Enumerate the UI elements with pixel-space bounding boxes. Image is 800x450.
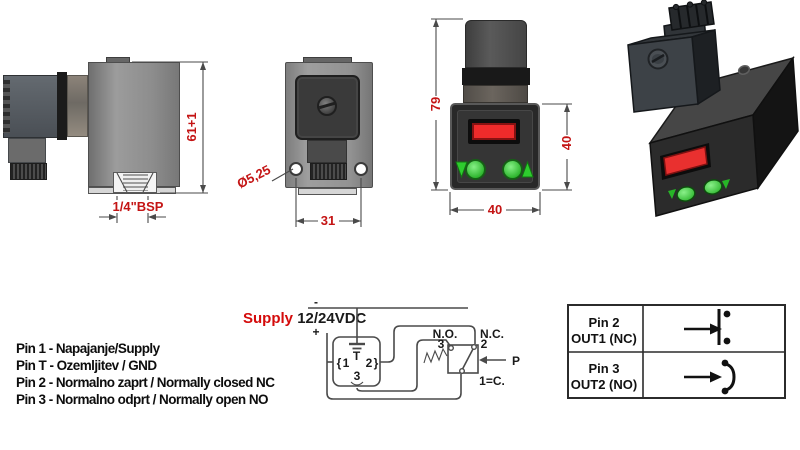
spring-symbol — [423, 347, 448, 364]
head-tooth-2 — [686, 1, 694, 8]
dim-width-40: 40 — [488, 202, 502, 217]
no-pin-number: 3 — [438, 337, 445, 351]
supply-plus: + — [312, 325, 319, 339]
mounting-hole-right — [354, 162, 368, 176]
pin1-description: Pin 1 - Napajanje/Supply — [16, 341, 160, 356]
table-pin2: Pin 2 — [588, 315, 619, 330]
connector-neck-3d — [663, 17, 707, 48]
dim-thread-bsp: 1/4"BSP — [113, 199, 164, 214]
switch-lever — [461, 348, 474, 371]
pin3-description: Pin 3 - Normalno odprt / Normally open N… — [16, 392, 269, 407]
nc-dot-bottom — [723, 337, 731, 345]
connector-right-face-3d — [691, 29, 721, 106]
supply-label: Supply 12/24VDC — [243, 310, 367, 327]
pinT-description: Pin T - Ozemljitev / GND — [16, 358, 157, 373]
table-pin3: Pin 3 — [588, 361, 619, 376]
front-view-bottom-flange — [298, 188, 357, 195]
nc-label: N.C. — [480, 327, 504, 341]
screw-inner-3d — [652, 54, 664, 64]
connector-screw-3d — [647, 48, 669, 70]
supply-minus: - — [314, 295, 318, 309]
body-right-face — [752, 55, 799, 191]
button-up — [502, 159, 523, 180]
connector-pin-box — [332, 336, 381, 387]
connector-head-ridges — [677, 2, 709, 29]
common-label: 1=C. — [479, 374, 505, 388]
button-up-3d — [703, 179, 723, 195]
body-top-face — [648, 56, 795, 145]
head-tooth-3 — [700, 0, 708, 6]
button-down — [465, 159, 486, 180]
display-view-coupler — [463, 85, 528, 103]
connector-head-3d — [668, 1, 715, 31]
no-contact — [448, 345, 455, 352]
front-connector-base — [307, 140, 347, 163]
dim-body-height-40: 40 — [559, 136, 574, 150]
thread-lines — [123, 174, 148, 191]
side-view-body — [88, 62, 180, 187]
no-dot-bottom — [721, 387, 729, 395]
gnd-pin-label: T — [353, 349, 361, 363]
dim-hole-spacing: 31 — [321, 213, 335, 228]
lcd-red-display — [472, 123, 516, 140]
output-table: Pin 2 OUT1 (NC) Pin 3 OUT2 (NO) — [567, 304, 786, 399]
connector-lower-block — [8, 138, 46, 163]
connector-top-face-3d — [627, 29, 716, 46]
no-dot-top — [721, 359, 729, 367]
no-label: N.O. — [433, 327, 458, 341]
arrow-up-icon-3d — [722, 179, 730, 189]
connector-knurled-nut — [10, 163, 47, 180]
connector-cable-ridges — [3, 80, 10, 133]
dim-total-height-79: 79 — [428, 97, 443, 111]
table-out2: OUT2 (NO) — [571, 377, 637, 392]
dim-height-61: 61+1 — [184, 112, 199, 141]
arrow-down-icon-3d — [668, 189, 676, 199]
supply-voltage: 12/24VDC — [297, 310, 366, 327]
brace-close: } — [374, 356, 379, 370]
pressure-label: P — [512, 354, 520, 368]
table-out1: OUT1 (NC) — [571, 331, 637, 346]
body-front-face — [649, 114, 759, 217]
connector-front-face-3d — [627, 36, 699, 113]
mounting-hole-left — [289, 162, 303, 176]
table-arrow-nc-icon — [710, 323, 722, 335]
top-face-hole — [737, 65, 751, 75]
common-contact — [459, 368, 466, 375]
nc-contact — [471, 344, 478, 351]
nc-dot-top — [723, 310, 731, 318]
wiring-schematic: - + Supply 12/24VDC T { 1 2 } 3 — [243, 295, 520, 400]
lcd-red-display-3d — [663, 146, 708, 176]
din-connector-block — [3, 75, 58, 138]
display-view-connector — [465, 20, 527, 68]
table-arrow-no-icon — [710, 371, 722, 383]
brace-open: { — [337, 356, 342, 370]
nc-pin-number: 2 — [481, 337, 488, 351]
pin1-label: 1 — [343, 356, 350, 370]
pressure-switch-box — [447, 344, 479, 374]
screw-slot-3d — [651, 53, 665, 64]
pin2-description: Pin 2 - Normalno zaprt / Normally closed… — [16, 375, 275, 390]
no-contact-symbol — [724, 362, 736, 392]
supply-word: Supply — [243, 310, 294, 327]
pin2-label: 2 — [366, 356, 373, 370]
button-down-3d — [676, 186, 696, 202]
connector-coupler — [67, 75, 88, 137]
display-view-band — [462, 68, 530, 85]
pin3-label: 3 — [354, 369, 361, 383]
perspective-view — [627, 0, 799, 217]
connector-seal-band — [57, 72, 67, 140]
head-tooth-1 — [672, 3, 680, 11]
front-knurled-nut — [310, 163, 347, 180]
dim-hole-diameter: Ø5,25 — [235, 162, 273, 191]
lcd-frame-3d — [660, 143, 711, 180]
